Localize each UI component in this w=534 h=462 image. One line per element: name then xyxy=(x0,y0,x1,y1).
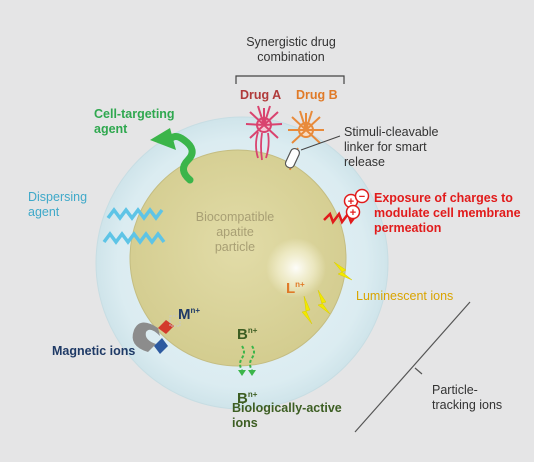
cell-targeting-agent xyxy=(164,133,196,184)
ion-b-core: Bn+ xyxy=(237,308,257,342)
magnet-icon xyxy=(132,315,181,354)
tracking-bracket xyxy=(354,301,471,433)
ion-m: Mn+ xyxy=(178,288,200,322)
ion-m-charge: n+ xyxy=(190,306,201,315)
luminescent-label: Luminescent ions xyxy=(356,289,454,303)
drug-b-label: Drug B xyxy=(296,88,338,102)
cell-targeting-label: Cell-targeting agent xyxy=(94,107,175,136)
bio-active-arrows xyxy=(238,345,256,376)
drug-bracket xyxy=(235,75,345,84)
ion-b-charge: n+ xyxy=(247,326,258,335)
ion-b-released: Bn+ xyxy=(237,372,257,406)
ion-b-released-symbol: B xyxy=(237,390,248,407)
drug-combination-title: Synergistic drug combination xyxy=(246,35,336,64)
linker-capsule xyxy=(284,135,341,169)
magnetic-label: Magnetic ions xyxy=(52,344,136,358)
charge-linker xyxy=(323,211,358,225)
svg-text:+: + xyxy=(348,196,354,208)
tracking-label: Particle- tracking ions xyxy=(432,383,503,412)
ion-l-charge: n+ xyxy=(295,280,305,289)
svg-text:−: − xyxy=(359,191,365,203)
cell-targeting-arrowhead xyxy=(150,128,176,150)
particle-label: Biocompatible apatite particle xyxy=(195,210,275,254)
apatite-particle xyxy=(129,149,347,367)
luminescent-bolts xyxy=(301,261,353,325)
luminescent-glow xyxy=(266,238,326,298)
linker-label: Stimuli-cleavable linker for smart relea… xyxy=(344,125,439,169)
drug-a-label: Drug A xyxy=(240,88,282,102)
charges-label: Exposure of charges to modulate cell mem… xyxy=(374,191,521,235)
dispersing-agent xyxy=(102,207,166,245)
ion-b-released-charge: n+ xyxy=(247,390,258,399)
charge-symbols: + − + xyxy=(343,188,370,220)
ion-m-symbol: M xyxy=(178,306,191,323)
ion-b-symbol: B xyxy=(237,326,248,343)
dispersing-label: Dispersing agent xyxy=(28,190,88,219)
ion-l: Ln+ xyxy=(286,262,305,296)
ion-l-symbol: L xyxy=(286,280,296,297)
drug-a-molecule xyxy=(245,105,283,161)
bio-active-label: Biologically-active ions xyxy=(232,401,342,430)
svg-text:+: + xyxy=(350,207,356,219)
